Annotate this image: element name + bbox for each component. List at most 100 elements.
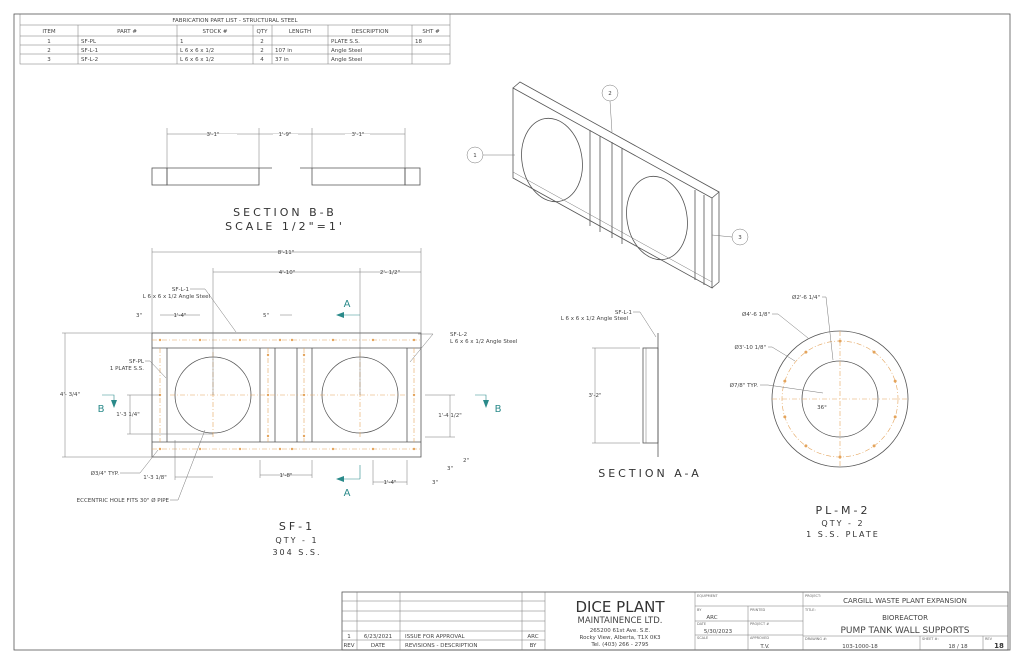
balloon-3: 3 (738, 235, 742, 241)
dim-height: 4'- 3/4" (60, 392, 80, 398)
section-marker-b: B (495, 404, 502, 415)
dim: 1'-3 1/4" (116, 412, 140, 418)
date-header: DATE (371, 643, 386, 649)
dim-bolt-circle: Ø3'-10 1/8" (735, 344, 766, 351)
cell: SF-L-1 (81, 48, 98, 54)
cell: 107 in (275, 48, 293, 54)
label: PRINTED (750, 608, 766, 612)
cell: L 6 x 6 x 1/2 (180, 57, 214, 63)
cell: 4 (260, 57, 264, 63)
callout-sf-pl: SF-PL (129, 359, 145, 365)
dim: 3" (432, 480, 438, 486)
dim: 1'-3 1/8" (143, 475, 167, 481)
section-aa-title: SECTION A-A (598, 467, 702, 480)
company-sub: MAINTAINENCE LTD. (578, 616, 663, 626)
callout-sf-l-1: SF-L-1 (172, 287, 189, 293)
callout-sf-l-2: SF-L-2 (450, 332, 467, 338)
rev-number: 1 (347, 634, 351, 640)
sf1-view: 8'-11" 4'-10" 2'- 1/2" 3" 1'-4" 5" 4'- 3… (60, 248, 518, 557)
label: BY (697, 608, 702, 612)
col-header: DESCRIPTION (351, 29, 388, 35)
bolt-hole (783, 379, 787, 383)
plm2-view: Ø2'-6 1/4" Ø4'-6 1/8" Ø3'-10 1/8" Ø7/8" … (730, 294, 909, 539)
bolt-hole (783, 415, 787, 419)
sheet-number: 18 / 18 (948, 644, 968, 650)
cell: 18 (415, 39, 422, 45)
company-name: DICE PLANT (575, 598, 665, 616)
isometric-view: 1 2 3 (466, 81, 749, 289)
label: PROJECT # (750, 622, 769, 626)
dim-outer-diameter: Ø4'-6 1/8" (742, 311, 770, 318)
dim: 2" (463, 458, 469, 464)
dim-hole-size: Ø7/8" TYP. (730, 382, 759, 389)
section-bb-scale: SCALE 1/2"=1' (225, 220, 345, 233)
parts-table: FABRICATION PART LIST - STRUCTURAL STEEL… (19, 13, 451, 65)
dim: 4'-10" (279, 270, 296, 276)
label: SHEET #: (922, 637, 939, 641)
dim: 3'-1" (351, 132, 364, 138)
sf1-qty: QTY - 1 (275, 536, 318, 545)
label: DATE (697, 622, 706, 626)
plm2-material: 1 S.S. PLATE (806, 530, 880, 539)
cell: SF-PL (81, 39, 97, 45)
company-phone: Tel. (403) 266 - 2795 (590, 642, 649, 648)
revision-number: 18 (994, 642, 1004, 650)
bolt-hole (893, 379, 897, 383)
col-header: STOCK # (203, 29, 228, 35)
dim: 1'-9" (278, 132, 291, 138)
rev-header: REV (343, 643, 354, 649)
title-block: 1 6/23/2021 ISSUE FOR APPROVAL ARC REV D… (341, 591, 1009, 651)
label: APPROVED (750, 636, 769, 640)
section-marker-a: A (344, 299, 351, 310)
rev-date: 6/23/2021 (364, 634, 392, 640)
cell: 1 (180, 39, 184, 45)
section-aa-view: SF-L-1 L 6 x 6 x 1/2 Angle Steel 3'-2" S… (561, 310, 702, 480)
cell: PLATE S.S. (331, 39, 360, 45)
project-name: CARGILL WASTE PLANT EXPANSION (843, 597, 967, 605)
callout-sf-pl-desc: 1 PLATE S.S. (110, 366, 144, 372)
cell: L 6 x 6 x 1/2 (180, 48, 214, 54)
rev-by: ARC (527, 634, 538, 640)
col-header: SHT # (422, 29, 440, 35)
approved-by: T.V. (759, 644, 770, 650)
bolt-hole (872, 444, 876, 448)
sf1-title: SF-1 (279, 520, 315, 533)
bolt-hole (838, 339, 842, 343)
company-address: 265200 61st Ave. S.E. (590, 628, 651, 634)
section-marker-a: A (344, 488, 351, 499)
cell: SF-L-2 (81, 57, 98, 63)
plm2-title: PL-M-2 (816, 504, 871, 517)
dim: 5" (263, 313, 269, 319)
dim-height: 3'-2" (588, 393, 601, 399)
dim: 1'-4" (383, 480, 396, 486)
bolt-hole (838, 455, 842, 459)
cell: 1 (47, 39, 51, 45)
cell: Angle Steel (331, 57, 363, 63)
dim: 1'-8" (279, 473, 292, 479)
sheet-border (13, 13, 1011, 651)
plm2-qty: QTY - 2 (821, 519, 864, 528)
rev-description: ISSUE FOR APPROVAL (405, 634, 466, 640)
cell: 37 in (275, 57, 289, 63)
bolt-hole (804, 444, 808, 448)
bolt-hole (804, 350, 808, 354)
cell: 2 (260, 48, 264, 54)
callout-sf-l-1-desc: L 6 x 6 x 1/2 Angle Steel (143, 294, 211, 300)
label: TITLE: (804, 608, 816, 612)
company-city: Rocky View, Alberta, T1X 0K3 (580, 635, 661, 641)
col-header: LENGTH (289, 29, 311, 35)
dim: 3'-1" (206, 132, 219, 138)
label: EQUIPMENT (697, 594, 719, 598)
callout-holes: Ø3/4" TYP. (91, 470, 120, 477)
section-bb-view: 3'-1" 1'-9" 3'-1" SECTION B-B SCALE 1/2"… (151, 128, 421, 233)
dim-overall-width: 8'-11" (278, 250, 295, 256)
dim-angle: 36° (817, 405, 827, 411)
callout-sf-l-1: SF-L-1 (615, 310, 632, 316)
col-header: PART # (117, 29, 137, 35)
callout-eccentric-hole: ECCENTRIC HOLE FITS 30" Ø PIPE (77, 497, 170, 504)
by-header: BY (530, 643, 537, 649)
